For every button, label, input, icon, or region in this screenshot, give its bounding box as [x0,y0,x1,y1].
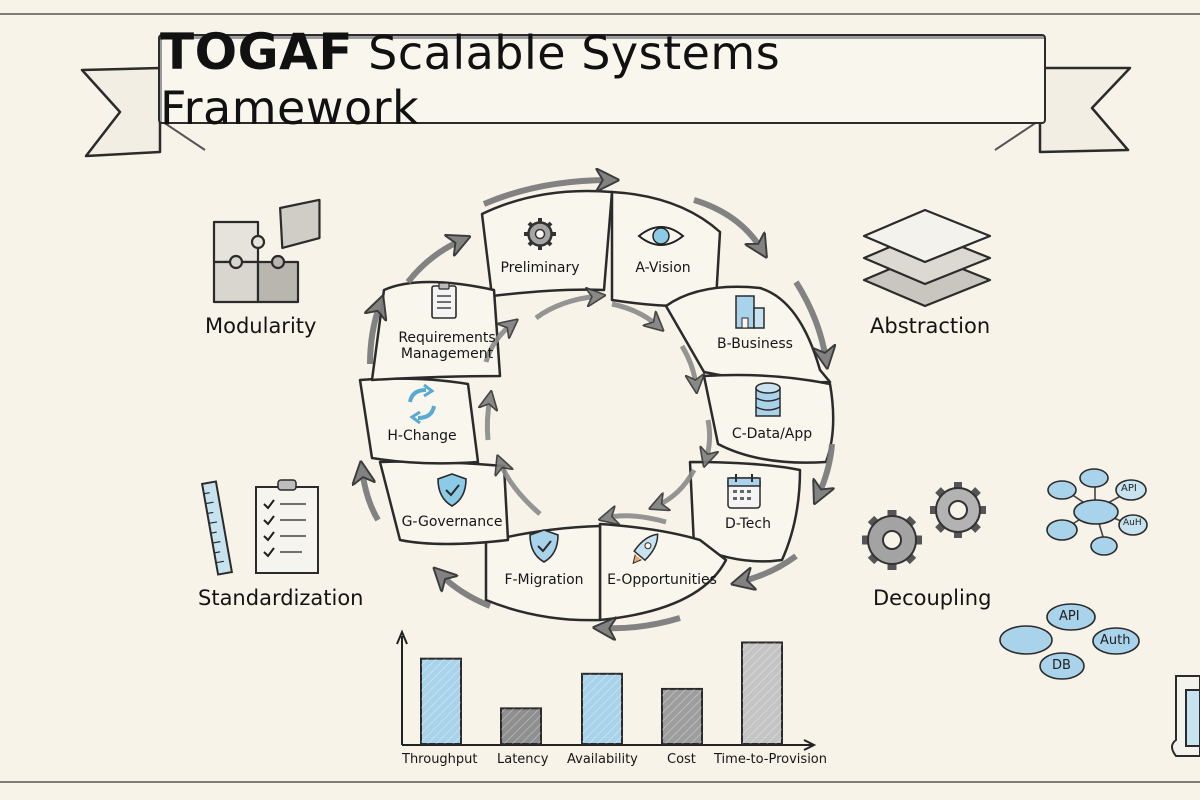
shield-check-icon [529,529,559,563]
database-icon [755,382,781,417]
building-icon [735,295,765,329]
principle-decoupling: Decoupling [873,586,992,610]
chart-category-label: Cost [667,752,696,767]
chart-bar [421,658,461,744]
cloud-label-api: API [1059,609,1080,624]
puzzle-icon [212,198,321,304]
chart-category-label: Throughput [402,752,478,767]
cloud-network-icon [1046,468,1148,556]
top-border-line [0,13,1200,15]
bottom-border-line [0,781,1200,783]
phase-label-requirements: Requirements Management [392,330,502,362]
phase-label-c-data: C-Data/App [731,426,813,442]
chart-bar [582,673,622,744]
phase-box-c-data [702,373,835,464]
refresh-icon [408,383,436,425]
title-rest: Scalable Systems Framework [160,26,781,135]
principle-modularity: Modularity [205,314,317,338]
chart-bar [742,642,782,744]
chart-bar [662,688,702,744]
shield-check-icon [437,473,467,507]
cloud-label-db: DB [1052,658,1071,673]
scroll-icon [1171,675,1200,757]
cloud-label-hub-auth: AuH [1123,518,1142,528]
rocket-icon [632,533,659,565]
phase-box-d-tech [688,460,802,563]
page-title: TOGAF Scalable Systems Framework [160,23,1044,135]
phase-box-requirements [370,280,502,382]
calendar-icon [727,474,761,509]
phase-label-g-governance: G-Governance [401,514,503,530]
phase-box-e-opportunities [598,522,728,622]
chart-category-label: Latency [497,752,549,767]
title-prefix: TOGAF [160,23,354,81]
chart-category-label: Time-to-Provision [714,752,827,767]
layers-icon [862,208,992,308]
phase-label-requirements-line2: Management [400,346,494,362]
cloud-cluster-icon [999,603,1140,680]
ruler-checklist-icon [200,479,319,576]
chart-category-label: Availability [567,752,638,767]
phase-label-d-tech: D-Tech [725,516,771,532]
cloud-label-hub-api: API [1121,483,1137,494]
title-banner: TOGAF Scalable Systems Framework [158,23,1046,135]
phase-label-requirements-line1: Requirements [398,330,496,346]
principle-standardization: Standardization [198,586,364,610]
eye-icon [637,226,685,246]
phase-label-b-business: B-Business [717,336,793,352]
chart-bar [501,708,541,744]
gears-icon [862,482,986,570]
phase-label-a-vision: A-Vision [635,260,691,276]
phase-label-e-opportunities: E-Opportunities [607,572,717,588]
gear-icon [524,218,556,250]
phase-label-preliminary: Preliminary [500,260,580,276]
clipboard-icon [431,282,457,319]
principle-abstraction: Abstraction [870,314,991,338]
phase-label-f-migration: F-Migration [504,572,584,588]
cloud-label-auth: Auth [1100,633,1131,648]
phase-label-h-change: H-Change [387,428,457,444]
